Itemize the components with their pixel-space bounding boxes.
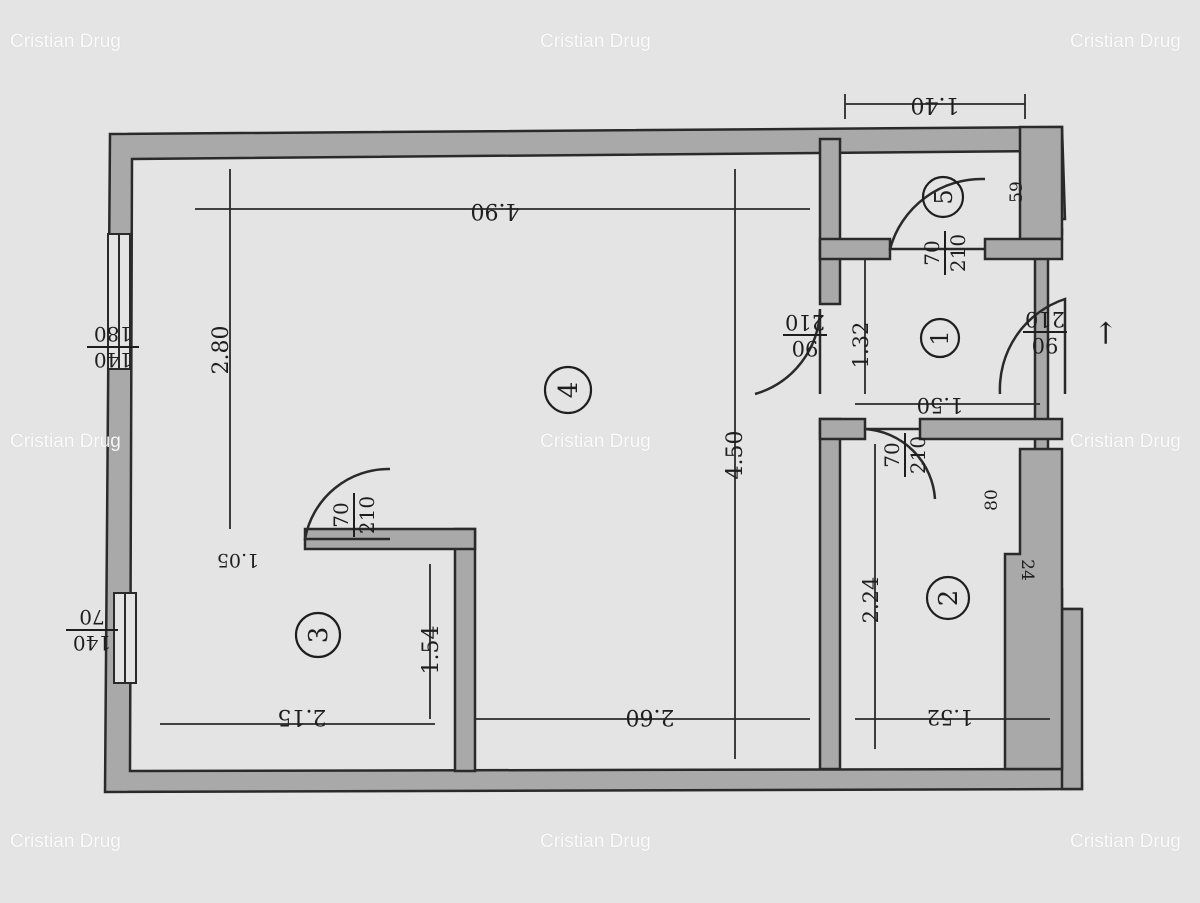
door-hall-den: 210 bbox=[785, 310, 825, 334]
door-room3-num: 70 bbox=[329, 502, 353, 527]
watermark-top-left: Cristian Drug bbox=[10, 31, 121, 52]
room-marker-2: 2 bbox=[925, 575, 971, 621]
door-room5-num: 70 bbox=[920, 240, 944, 265]
window-label-large: 140 180 bbox=[87, 322, 139, 372]
dim-room4-bottom-label: 2.60 bbox=[626, 704, 675, 729]
watermark-top-center: Cristian Drug bbox=[540, 31, 651, 52]
watermark-mid-center: Cristian Drug bbox=[540, 431, 651, 452]
dim-top-width-label: 1.40 bbox=[911, 92, 960, 117]
watermark-bottom-center: Cristian Drug bbox=[540, 831, 651, 852]
room2-jog bbox=[1003, 447, 1064, 771]
dim-room4-height-label: 4.50 bbox=[723, 431, 748, 480]
door-hall-room4 bbox=[754, 308, 822, 396]
room-4-label: 4 bbox=[554, 382, 584, 399]
dim-room3-width-label: 2.15 bbox=[278, 704, 327, 729]
floor-plan-group bbox=[103, 94, 1084, 794]
wall-hall-room5-right bbox=[818, 237, 892, 261]
watermark-bottom-right: Cristian Drug bbox=[1070, 831, 1181, 852]
wall-hall-room5 bbox=[983, 237, 1064, 261]
dim-room2-jog-b-label: 24 bbox=[1017, 559, 1037, 581]
window-small-num: 140 bbox=[73, 631, 111, 655]
room-5-label: 5 bbox=[930, 189, 958, 204]
room-2-label: 2 bbox=[934, 590, 964, 607]
door-hall-num: 90 bbox=[792, 336, 819, 360]
walls bbox=[103, 125, 1084, 794]
window-large-den: 180 bbox=[94, 322, 132, 346]
dim-room3-height-label: 1.54 bbox=[419, 626, 444, 675]
door-swings bbox=[303, 177, 1067, 541]
door-label-hall: 90 210 bbox=[783, 310, 827, 360]
room-3-label: 3 bbox=[304, 627, 334, 644]
wall-left-upper bbox=[1060, 607, 1084, 791]
door-room5-den: 210 bbox=[946, 234, 970, 272]
dim-hall-height-label: 1.32 bbox=[849, 322, 873, 369]
room-marker-1: 1 bbox=[919, 317, 961, 359]
entrance-arrow-icon: ← bbox=[1088, 320, 1123, 345]
wall-hall-room4 bbox=[818, 417, 842, 771]
dim-room2-width-label: 1.52 bbox=[927, 705, 974, 729]
dim-room5-depth-label: 59 bbox=[1007, 181, 1027, 203]
door-label-room2: 70 210 bbox=[880, 433, 930, 477]
room-marker-3: 3 bbox=[294, 611, 342, 659]
watermark-mid-right: Cristian Drug bbox=[1070, 431, 1181, 452]
dim-room3-top-label: 1.05 bbox=[217, 549, 259, 571]
door-label-room3: 70 210 bbox=[329, 493, 379, 537]
dimension-lines bbox=[160, 94, 1050, 759]
wall-room4-room3 bbox=[453, 527, 477, 773]
window-label-small: 140 70 bbox=[66, 605, 118, 655]
door-hall-room2 bbox=[864, 427, 937, 500]
labels: 1.40 4.90 2.80 4.50 2.60 1.05 1.54 2.15 … bbox=[66, 92, 1123, 729]
door-entrance-num: 90 bbox=[1032, 333, 1059, 357]
dim-room4-left-height-label: 2.80 bbox=[209, 326, 234, 375]
door-room2-den: 210 bbox=[906, 436, 930, 474]
room-marker-4: 4 bbox=[543, 365, 593, 415]
watermark-mid-left: Cristian Drug bbox=[10, 431, 121, 452]
door-label-entrance: 90 210 bbox=[1023, 307, 1067, 357]
watermark-top-right: Cristian Drug bbox=[1070, 31, 1181, 52]
door-entrance bbox=[998, 297, 1067, 395]
dim-hall-width-label: 1.50 bbox=[917, 393, 964, 417]
windows bbox=[107, 233, 137, 684]
door-room4-room3 bbox=[303, 467, 391, 541]
dim-room4-width-label: 4.90 bbox=[471, 198, 520, 223]
wall-hall-room2-right bbox=[818, 417, 867, 441]
wall-left-lower bbox=[1018, 125, 1064, 241]
room-1-label: 1 bbox=[926, 330, 954, 345]
door-room2-num: 70 bbox=[880, 442, 904, 467]
dim-room2-jog-a-label: 80 bbox=[982, 489, 1002, 511]
door-entrance-den: 210 bbox=[1025, 307, 1065, 331]
wall-room2-hall bbox=[918, 417, 1064, 441]
watermark-bottom-left: Cristian Drug bbox=[10, 831, 121, 852]
window-small-den: 70 bbox=[79, 605, 104, 629]
door-label-room5: 70 210 bbox=[920, 231, 970, 275]
wall-room5-room4 bbox=[818, 137, 842, 306]
outer-wall bbox=[103, 125, 1084, 794]
window-large-num: 140 bbox=[94, 348, 132, 372]
dim-room2-height-label: 2.24 bbox=[859, 577, 883, 624]
door-room3-den: 210 bbox=[355, 496, 379, 534]
room-marker-5: 5 bbox=[921, 175, 965, 219]
